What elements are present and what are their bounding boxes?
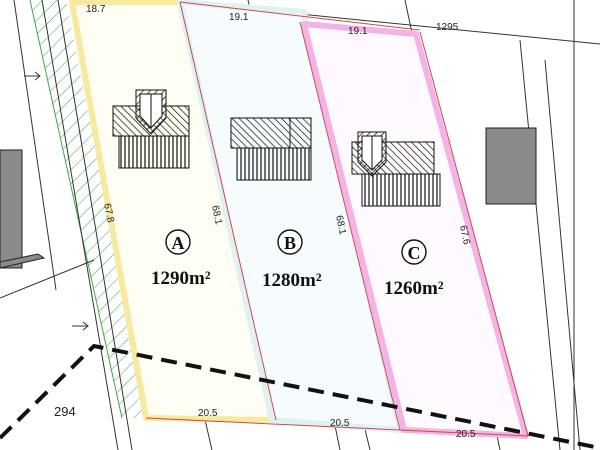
lot-a-bottom-width: 20.5: [198, 408, 218, 419]
lot-c-right-side-length: 67.6: [457, 224, 472, 246]
lot-b-letter: B: [284, 233, 296, 253]
house-b: [230, 117, 312, 181]
house-c: [351, 131, 441, 207]
lot-a-circle: [165, 229, 191, 255]
lot-a-top-width: 18.7: [86, 4, 106, 15]
lot-c-side-length: 68.1: [333, 214, 348, 236]
lot-b-circle: [277, 229, 303, 255]
access-arrows: [24, 71, 89, 331]
lot-b-bottom-width: 20.5: [330, 418, 350, 429]
neighbor-building-left-wing: [0, 253, 46, 269]
lot-a-letter: A: [172, 233, 185, 253]
lot-c-area: 1260m²: [384, 278, 444, 299]
lot-a-side-length: 67.8: [101, 202, 116, 224]
neighbor-building-left: [0, 149, 23, 269]
lot-b-area: 1280m²: [262, 270, 322, 291]
lot-edges-red: [145, 1, 529, 437]
lot-c-bottom-width: 20.5: [456, 429, 476, 440]
lot-c-top-width: 19.1: [348, 26, 368, 37]
strip-edge-left: [29, 0, 123, 419]
plan-boundary-dashed: [0, 343, 600, 450]
lot-b-side-length: 68.1: [209, 204, 224, 226]
parcel-number-bottom: 294: [54, 404, 76, 419]
lot-a-area: 1290m²: [151, 268, 211, 289]
house-a: [112, 89, 190, 169]
lot-c-letter: C: [408, 243, 421, 263]
lot-c-circle: [401, 239, 427, 265]
parcel-number-top: 1295: [436, 22, 459, 33]
lot-b-top-width: 19.1: [229, 12, 249, 23]
neighbor-building-right: [485, 127, 537, 205]
